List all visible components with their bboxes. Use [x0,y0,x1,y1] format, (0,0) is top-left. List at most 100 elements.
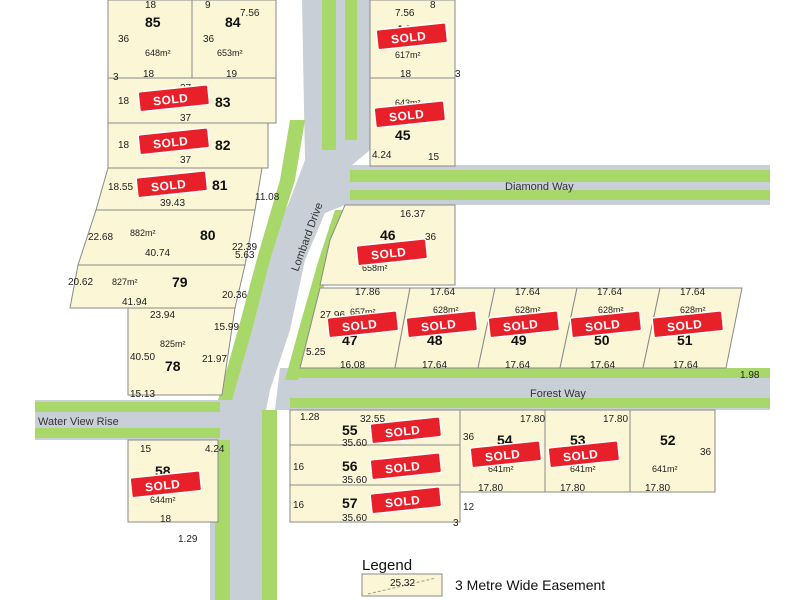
sold-badge: SOLD [137,127,211,156]
svg-text:SOLD: SOLD [341,317,378,335]
dimension-label: 17.64 [673,360,698,371]
dimension-label: 36 [463,432,475,443]
dimension-label: 20.62 [68,277,93,288]
dimension-label: 35.60 [342,475,367,486]
svg-text:SOLD: SOLD [144,477,181,495]
dimension-label: 3 [113,72,119,83]
lot-area: 882m² [130,228,156,238]
verges [35,0,770,600]
lot-number: 57 [342,495,358,511]
dimension-label: 17.80 [520,414,545,425]
dimension-label: 23.94 [150,310,175,321]
lot-number: 46 [380,227,396,243]
lot-number: 80 [200,227,216,243]
dimension-label: 39.43 [160,198,185,209]
dimension-label: 16.08 [340,360,365,371]
dimension-label: 17.80 [560,483,585,494]
dimension-label: 1.28 [300,412,320,423]
dimension-label: 5.63 [235,250,255,261]
lot-number: 55 [342,422,358,438]
dimension-label: 8 [430,0,436,11]
lot-area: 825m² [160,339,186,349]
verge-strip [35,402,220,412]
dimension-label: 37 [180,113,192,124]
legend-swatch-label: 25.32 [390,578,415,589]
sold-badge: SOLD [369,486,443,515]
dimension-label: 18.55 [108,182,133,193]
dimension-label: 5.25 [306,347,326,358]
dimension-label: 17.80 [478,483,503,494]
dimension-label: 18 [160,514,172,525]
svg-text:SOLD: SOLD [484,447,521,465]
dimension-label: 17.86 [355,287,380,298]
dimension-label: 17.64 [590,360,615,371]
legend: Legend 25.32 3 Metre Wide Easement [361,557,605,597]
dimension-label: 41.94 [122,297,147,308]
dimension-label: 18 [400,69,412,80]
lot-number: 51 [677,332,693,348]
dimension-label: 17.64 [597,287,622,298]
svg-text:SOLD: SOLD [666,317,703,335]
svg-text:SOLD: SOLD [388,107,425,125]
sold-badge: SOLD [129,470,203,499]
verge-strip [215,440,230,600]
sold-badge: SOLD [326,310,400,339]
lot-number: 83 [215,94,231,110]
lot-area: 827m² [112,277,138,287]
dimension-label: 17.64 [430,287,455,298]
dimension-label: 35.60 [342,438,367,449]
lot-area: 641m² [488,464,514,474]
dimension-label: 19 [226,69,238,80]
svg-text:SOLD: SOLD [384,493,421,511]
dimension-label: 4.24 [372,150,392,161]
lot-number: 84 [225,14,241,30]
lot-number: 81 [212,177,228,193]
lot-area: 657m² [350,307,376,317]
svg-text:SOLD: SOLD [384,423,421,441]
lot-area: 644m² [150,495,176,505]
dimension-label: 18 [143,69,155,80]
dimension-label: 17.64 [515,287,540,298]
lot-78 [127,307,236,396]
dimension-label: 37 [180,155,192,166]
svg-text:SOLD: SOLD [390,29,427,47]
dimension-label: 15.13 [130,389,155,400]
verge-strip [350,190,770,200]
dimension-label: 18 [118,140,130,151]
sold-badge: SOLD [355,238,429,267]
dimension-label: 40.74 [145,248,170,259]
sold-badge: SOLD [369,416,443,445]
dimension-label: 11.08 [255,192,280,203]
lot-number: 79 [172,274,188,290]
lot-area: 628m² [515,305,541,315]
svg-text:SOLD: SOLD [384,459,421,477]
svg-text:SOLD: SOLD [502,317,539,335]
svg-text:SOLD: SOLD [152,91,189,109]
lot-area: 617m² [395,50,421,60]
dimension-label: 35.60 [342,513,367,524]
dimension-label: 1.98 [740,370,760,381]
svg-text:SOLD: SOLD [150,177,187,195]
dimension-label: 40.50 [130,352,155,363]
lot-area: 641m² [570,464,596,474]
street-name: Diamond Way [505,181,574,193]
lot-area: 643m² [395,98,421,108]
lot-number: 56 [342,458,358,474]
lot-area: 658m² [362,263,388,273]
lot-79 [69,264,246,309]
lot-area: 628m² [598,305,624,315]
dimension-label: 36 [118,34,130,45]
sold-badge: SOLD [373,100,447,129]
lot-number: 78 [165,358,181,374]
dimension-label: 17.80 [603,414,628,425]
lot-number: 45 [395,127,411,143]
lot-number: 85 [145,14,161,30]
verge-strip [350,170,770,182]
verge-strip [290,368,770,378]
dimension-label: 1.29 [178,534,198,545]
sold-badge: SOLD [569,310,643,339]
verge-strip [290,398,770,408]
dimension-label: 36 [425,232,437,243]
sold-badge: SOLD [651,310,725,339]
